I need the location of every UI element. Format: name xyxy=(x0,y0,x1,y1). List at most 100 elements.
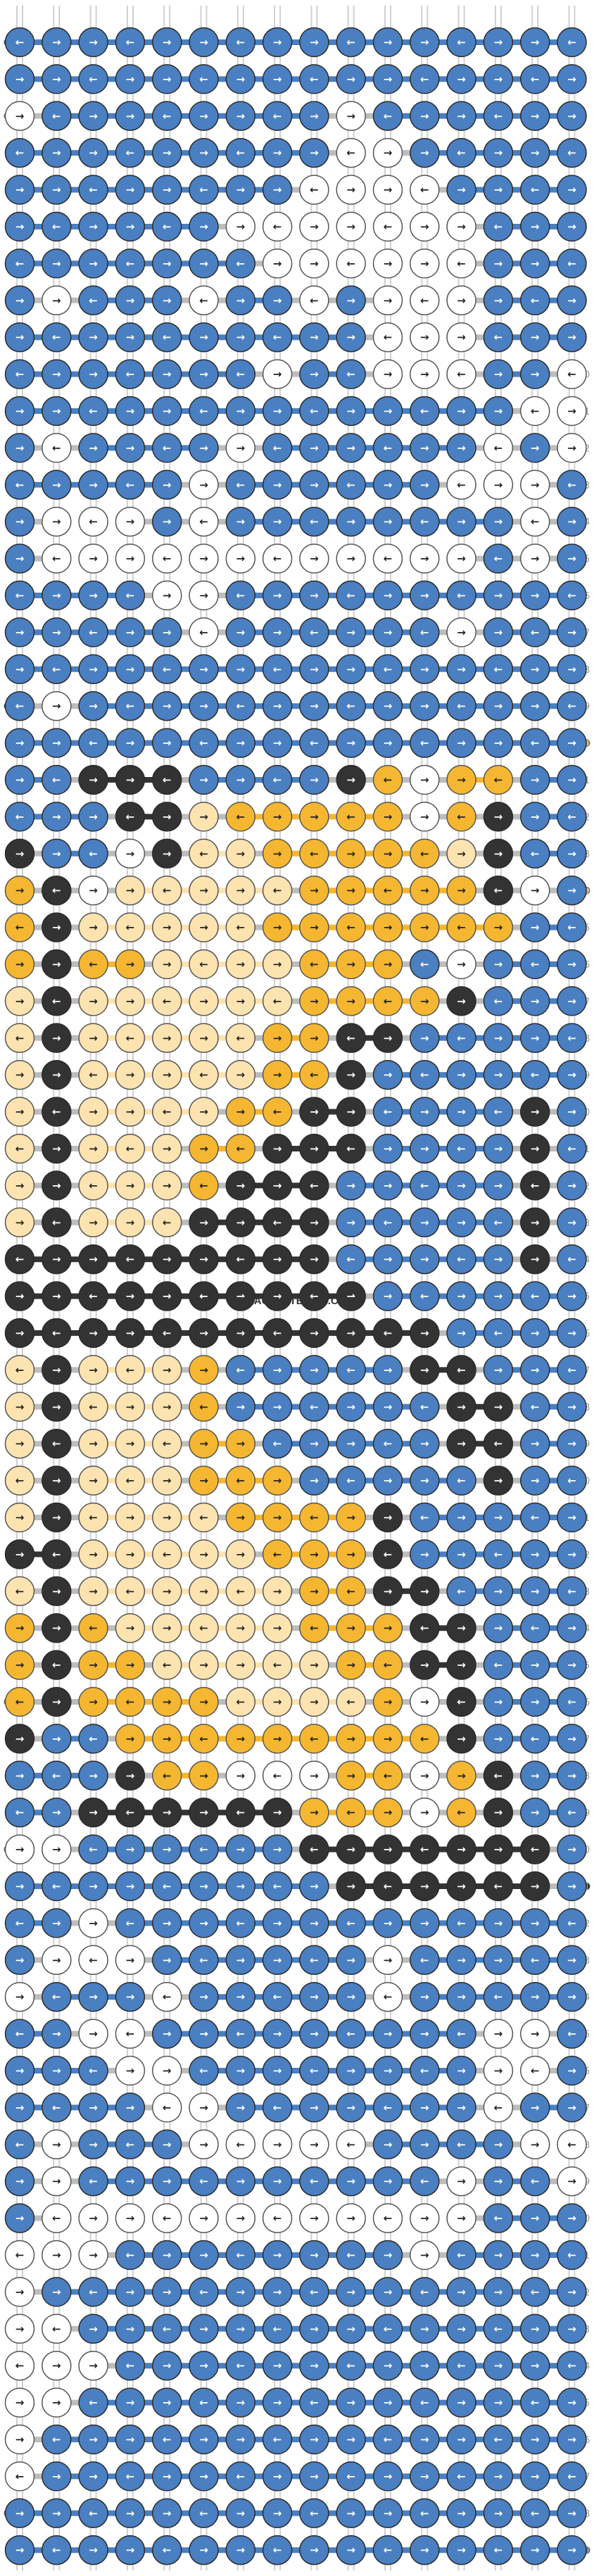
knot xyxy=(336,433,366,463)
knot-direction-icon: → xyxy=(494,1068,503,1081)
knot xyxy=(557,101,587,132)
knot-direction-icon: ← xyxy=(273,2544,282,2556)
knot-direction-icon: ← xyxy=(531,958,540,971)
knot-direction-icon: → xyxy=(199,1917,208,1929)
knot-direction-icon: → xyxy=(310,2323,319,2335)
knot xyxy=(42,986,72,1016)
knot xyxy=(299,211,329,242)
knot xyxy=(299,912,329,942)
knot-direction-icon: → xyxy=(567,441,576,454)
knot xyxy=(299,64,329,94)
knot-direction-icon: → xyxy=(163,1401,172,1413)
knot-direction-icon: ← xyxy=(89,405,98,417)
knot xyxy=(151,617,182,648)
knot xyxy=(299,949,329,980)
knot-direction-icon: ← xyxy=(384,2323,393,2335)
knot-direction-icon: ← xyxy=(236,257,246,270)
knot-direction-icon: → xyxy=(52,2175,61,2187)
knot-direction-icon: → xyxy=(273,1622,282,1634)
knot-direction-icon: → xyxy=(15,1179,25,1192)
knot-direction-icon: → xyxy=(346,958,355,971)
knot xyxy=(446,1059,476,1090)
knot-direction-icon: → xyxy=(384,1142,393,1155)
knot-direction-icon: ← xyxy=(52,1548,61,1560)
knot-direction-icon: → xyxy=(236,553,246,565)
knot-direction-icon: → xyxy=(384,810,393,823)
knot-direction-icon: → xyxy=(310,1990,319,2003)
knot-direction-icon: ← xyxy=(236,2359,246,2372)
knot xyxy=(262,1023,293,1054)
knot-direction-icon: → xyxy=(273,72,282,85)
knot xyxy=(115,175,146,205)
knot xyxy=(557,396,587,427)
knot xyxy=(372,764,403,795)
knot-direction-icon: → xyxy=(52,72,61,85)
knot-direction-icon: → xyxy=(126,774,135,786)
knot xyxy=(299,175,329,205)
knot xyxy=(78,986,108,1016)
knot xyxy=(372,802,403,832)
knot xyxy=(519,728,550,758)
knot xyxy=(483,912,514,942)
knot-direction-icon: ← xyxy=(15,1142,25,1155)
knot-direction-icon: ← xyxy=(567,1475,576,1487)
knot-direction-icon: → xyxy=(15,2397,25,2409)
knot-direction-icon: → xyxy=(236,1327,246,1339)
knot-direction-icon: → xyxy=(346,2175,355,2187)
knot-direction-icon: → xyxy=(494,1363,503,1376)
knot-direction-icon: → xyxy=(273,2470,282,2482)
knot-direction-icon: → xyxy=(273,36,282,49)
knot-direction-icon: ← xyxy=(15,257,25,270)
knot-direction-icon: → xyxy=(89,331,98,343)
knot-direction-icon: → xyxy=(494,2397,503,2409)
knot-direction-icon: → xyxy=(420,2359,429,2372)
knot-direction-icon: → xyxy=(126,72,135,85)
knot xyxy=(4,175,35,205)
knot xyxy=(262,211,293,242)
knot-direction-icon: → xyxy=(15,995,25,1007)
knot-direction-icon: → xyxy=(15,1068,25,1081)
knot-direction-icon: → xyxy=(89,1806,98,1819)
knot xyxy=(372,285,403,316)
knot xyxy=(299,875,329,906)
knot-direction-icon: ← xyxy=(52,1659,61,1672)
knot-direction-icon: ← xyxy=(236,1142,246,1155)
knot-direction-icon: ← xyxy=(126,1585,135,1598)
knot xyxy=(225,285,256,316)
knot-direction-icon: ← xyxy=(567,1585,576,1598)
knot-direction-icon: → xyxy=(420,1917,429,1929)
knot-direction-icon: ← xyxy=(310,405,319,417)
knot-direction-icon: → xyxy=(15,515,25,528)
knot-direction-icon: → xyxy=(531,479,540,491)
knot-direction-icon: ← xyxy=(567,479,576,491)
knot-direction-icon: → xyxy=(457,774,466,786)
knot xyxy=(557,986,587,1016)
knot xyxy=(372,580,403,611)
knot xyxy=(189,506,219,537)
knot-direction-icon: ← xyxy=(236,36,246,49)
knot xyxy=(299,322,329,353)
knot-direction-icon: → xyxy=(420,1142,429,1155)
knot-direction-icon: → xyxy=(310,2433,319,2446)
knot-direction-icon: → xyxy=(310,1917,319,1929)
knot-direction-icon: → xyxy=(163,1806,172,1819)
knot-direction-icon: → xyxy=(457,884,466,897)
knot-direction-icon: → xyxy=(457,626,466,638)
knot-direction-icon: → xyxy=(531,1106,540,1118)
knot xyxy=(483,396,514,427)
knot-direction-icon: → xyxy=(310,1032,319,1044)
knot xyxy=(78,322,108,353)
knot-direction-icon: → xyxy=(199,774,208,786)
knot xyxy=(336,211,366,242)
knot xyxy=(78,728,108,758)
knot-direction-icon: → xyxy=(494,1511,503,1524)
knot-direction-icon: → xyxy=(273,2028,282,2040)
knot-direction-icon: → xyxy=(163,2064,172,2077)
knot-direction-icon: → xyxy=(163,2249,172,2261)
knot-direction-icon: → xyxy=(346,1622,355,1634)
knot-direction-icon: → xyxy=(346,2507,355,2520)
knot xyxy=(336,469,366,500)
knot-direction-icon: → xyxy=(163,1032,172,1044)
knot-direction-icon: → xyxy=(420,2101,429,2114)
